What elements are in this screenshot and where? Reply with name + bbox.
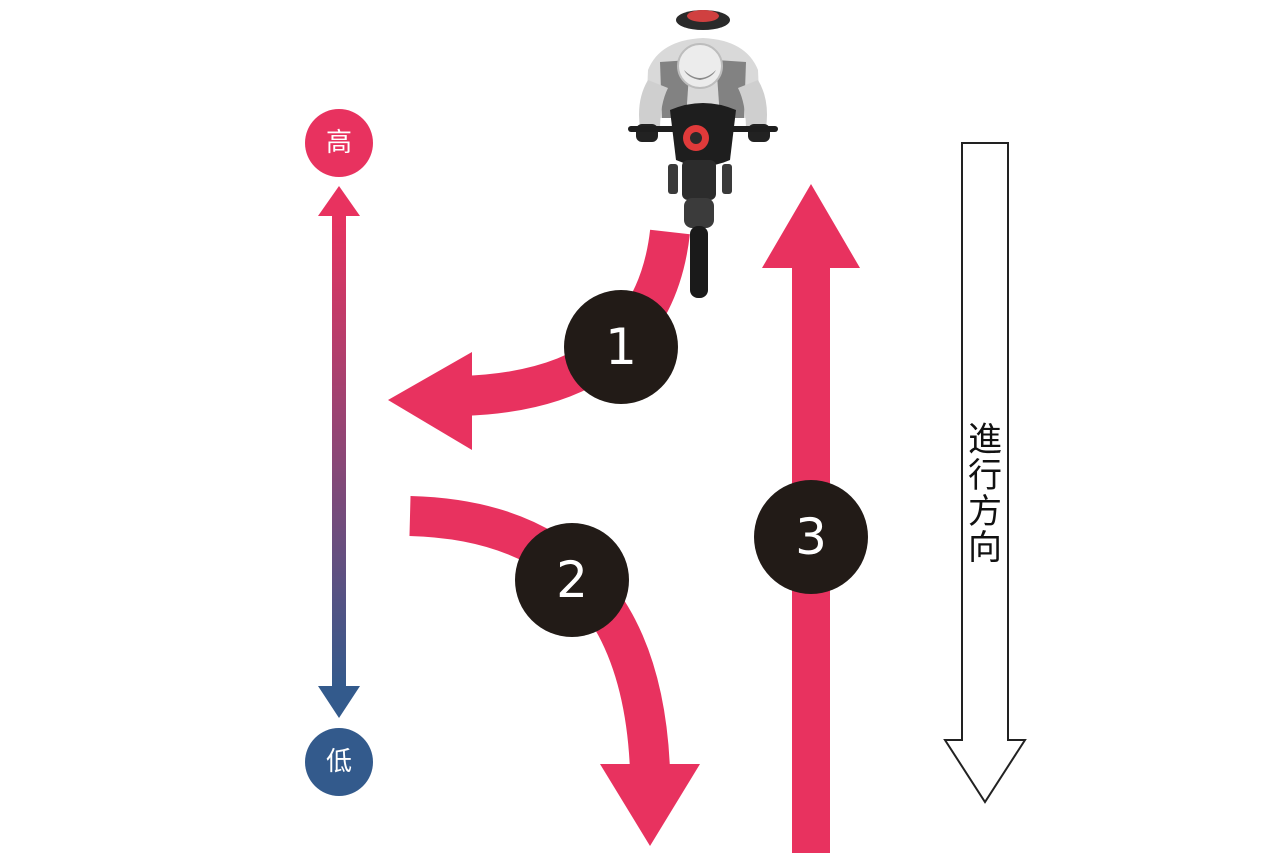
- direction-arrow: 進 行 方 向: [943, 142, 1027, 804]
- badge-2: [515, 523, 629, 637]
- badge-1-number: 1: [605, 318, 637, 376]
- scale-arrow-up: [318, 186, 360, 216]
- low-label: 低: [326, 747, 352, 777]
- scale-arrow-down: [318, 686, 360, 718]
- badge-3: [754, 480, 868, 594]
- level-scale: 高 低: [305, 109, 373, 796]
- arrow-1-head: [388, 352, 472, 450]
- badge-1: [564, 290, 678, 404]
- arrow-2: 2: [409, 496, 700, 846]
- badge-2-number: 2: [556, 551, 588, 609]
- direction-char-3: 方: [968, 492, 1002, 532]
- direction-char-4: 向: [968, 528, 1002, 568]
- badge-3-number: 3: [795, 508, 827, 566]
- motorcycle-rider-icon: [628, 10, 778, 298]
- arrow-3: 3: [754, 184, 868, 853]
- direction-char-2: 行: [968, 456, 1002, 496]
- direction-arrow-outline: [943, 142, 1027, 804]
- high-badge: [305, 109, 373, 177]
- scale-bar: [332, 212, 346, 688]
- arrow-1: 1: [388, 229, 690, 450]
- direction-char-1: 進: [968, 420, 1002, 460]
- arrow-2-head: [600, 764, 700, 846]
- low-badge: [305, 728, 373, 796]
- arrow-3-head: [762, 184, 860, 268]
- high-label: 高: [326, 128, 352, 158]
